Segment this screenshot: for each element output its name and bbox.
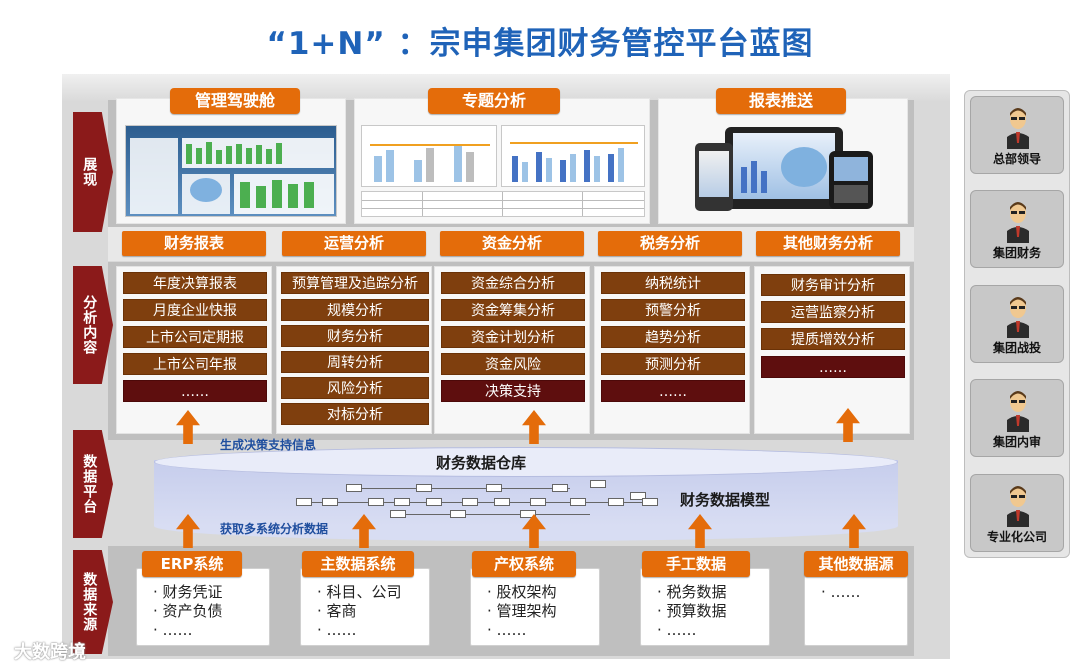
source-card-other: · …… xyxy=(804,568,908,646)
tag-topic-analysis: 专题分析 xyxy=(428,88,560,114)
source-item: · 财务凭证 xyxy=(153,583,223,601)
page-title: “1+N” ：宗申集团财务管控平台蓝图 xyxy=(266,26,814,62)
source-item: · …… xyxy=(487,621,527,639)
person-avatar-icon xyxy=(1007,486,1029,527)
data-model-network-icon xyxy=(290,478,670,526)
tablet-device-icon xyxy=(725,127,843,209)
source-item: · 科目、公司 xyxy=(317,583,402,601)
analysis-item: 年度决算报表 xyxy=(123,272,267,294)
tag-report-push: 报表推送 xyxy=(716,88,846,114)
source-item: · …… xyxy=(657,621,697,639)
analysis-item-more: …… xyxy=(601,380,745,402)
role-label: 总部领导 xyxy=(992,152,1041,166)
warehouse-label: 财务数据仓库 xyxy=(436,454,527,472)
analysis-item: 资金筹集分析 xyxy=(441,299,585,321)
analysis-item: 纳税统计 xyxy=(601,272,745,294)
analysis-item: 预算管理及追踪分析 xyxy=(281,272,429,294)
topic-chart-thumbnail-1 xyxy=(361,125,497,187)
person-avatar-icon xyxy=(1007,202,1029,243)
source-item: · 税务数据 xyxy=(657,583,727,601)
analysis-item: 预警分析 xyxy=(601,299,745,321)
panel-cockpit xyxy=(116,98,346,224)
topic-table-thumbnail xyxy=(361,191,645,217)
column-panel-financial-reports: 年度决算报表 月度企业快报 上市公司定期报 上市公司年报 …… xyxy=(116,266,272,434)
warehouse-cylinder-top xyxy=(154,447,898,477)
source-tag-property-rights: 产权系统 xyxy=(472,551,576,577)
panel-topic-analysis xyxy=(354,98,650,224)
note-generate-decision-info: 生成决策支持信息 xyxy=(220,438,317,452)
role-card-group-internal-audit: 集团内审 xyxy=(970,379,1064,457)
source-card-property-rights: · 股权架构 · 管理架构 · …… xyxy=(470,568,600,646)
category-tax-analysis: 税务分析 xyxy=(598,231,742,256)
analysis-item: 资金综合分析 xyxy=(441,272,585,294)
source-item: · 资产负债 xyxy=(153,602,223,620)
analysis-item: 提质增效分析 xyxy=(761,328,905,350)
source-card-manual-data: · 税务数据 · 预算数据 · …… xyxy=(640,568,770,646)
model-label: 财务数据模型 xyxy=(680,491,771,509)
person-avatar-icon xyxy=(1007,391,1029,432)
source-tag-erp: ERP系统 xyxy=(142,551,242,577)
role-card-group-strategic-investment: 集团战投 xyxy=(970,285,1064,363)
category-other-analysis: 其他财务分析 xyxy=(756,231,900,256)
analysis-item: 规模分析 xyxy=(281,299,429,321)
analysis-item-more: …… xyxy=(761,356,905,378)
role-card-specialized-company: 专业化公司 xyxy=(970,474,1064,552)
note-fetch-multi-system-data: 获取多系统分析数据 xyxy=(220,522,329,536)
source-item: · 预算数据 xyxy=(657,602,727,620)
source-card-master-data: · 科目、公司 · 客商 · …… xyxy=(300,568,430,646)
cockpit-dashboard-thumbnail xyxy=(125,125,337,217)
column-panel-fund-analysis: 资金综合分析 资金筹集分析 资金计划分析 资金风险 决策支持 xyxy=(434,266,590,434)
analysis-item: 运营监察分析 xyxy=(761,301,905,323)
analysis-item: 上市公司定期报 xyxy=(123,326,267,348)
analysis-item: 预测分析 xyxy=(601,353,745,375)
analysis-item: 资金计划分析 xyxy=(441,326,585,348)
analysis-item: 上市公司年报 xyxy=(123,353,267,375)
role-card-group-finance: 集团财务 xyxy=(970,190,1064,268)
analysis-item: 财务审计分析 xyxy=(761,274,905,296)
phone-device-icon xyxy=(695,143,733,211)
role-label: 集团战投 xyxy=(992,341,1041,355)
analysis-item: 对标分析 xyxy=(281,403,429,425)
source-item: · 管理架构 xyxy=(487,602,557,620)
source-item: · …… xyxy=(153,621,193,639)
source-card-erp: · 财务凭证 · 资产负债 · …… xyxy=(136,568,270,646)
blackberry-device-icon xyxy=(829,151,873,209)
column-panel-other-analysis: 财务审计分析 运营监察分析 提质增效分析 …… xyxy=(754,266,910,434)
analysis-item-decision-support: 决策支持 xyxy=(441,380,585,402)
role-label: 专业化公司 xyxy=(986,530,1047,544)
source-item: · …… xyxy=(821,583,861,601)
role-card-hq-leader: 总部领导 xyxy=(970,96,1064,174)
tag-cockpit: 管理驾驶舱 xyxy=(170,88,300,114)
analysis-item-more: …… xyxy=(123,380,267,402)
analysis-item: 财务分析 xyxy=(281,325,429,347)
category-financial-reports: 财务报表 xyxy=(122,231,266,256)
role-label: 集团内审 xyxy=(992,435,1041,449)
analysis-item: 周转分析 xyxy=(281,351,429,373)
category-operation-analysis: 运营分析 xyxy=(282,231,426,256)
analysis-item: 资金风险 xyxy=(441,353,585,375)
person-avatar-icon xyxy=(1007,108,1029,149)
category-fund-analysis: 资金分析 xyxy=(440,231,584,256)
source-tag-master-data: 主数据系统 xyxy=(302,551,414,577)
source-item: · …… xyxy=(317,621,357,639)
source-tag-other: 其他数据源 xyxy=(804,551,908,577)
analysis-item: 月度企业快报 xyxy=(123,299,267,321)
topic-chart-thumbnail-2 xyxy=(501,125,645,187)
column-panel-tax-analysis: 纳税统计 预警分析 趋势分析 预测分析 …… xyxy=(594,266,750,434)
watermark: 大数跨境 xyxy=(14,642,86,663)
panel-report-push xyxy=(658,98,908,224)
person-avatar-icon xyxy=(1007,297,1029,338)
source-tag-manual-data: 手工数据 xyxy=(642,551,750,577)
analysis-item: 趋势分析 xyxy=(601,326,745,348)
source-item: · 客商 xyxy=(317,602,357,620)
analysis-item: 风险分析 xyxy=(281,377,429,399)
role-label: 集团财务 xyxy=(992,246,1041,260)
source-item: · 股权架构 xyxy=(487,583,557,601)
column-panel-operation-analysis: 预算管理及追踪分析 规模分析 财务分析 周转分析 风险分析 对标分析 xyxy=(276,266,432,434)
